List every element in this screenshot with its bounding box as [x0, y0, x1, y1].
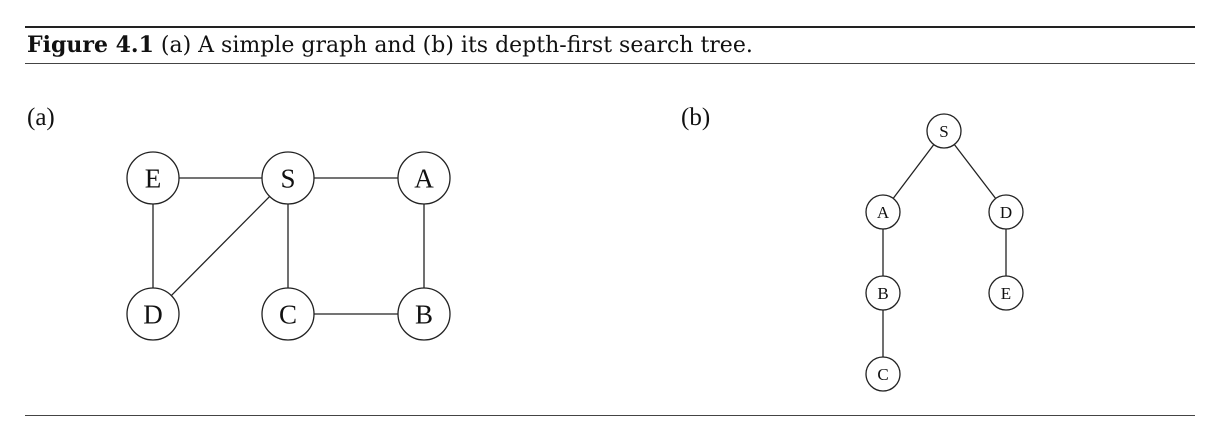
- caption-text: (a) A simple graph and (b) its depth-fir…: [153, 33, 753, 58]
- edge-S-D: [953, 144, 997, 199]
- figure-number: Figure 4.1: [27, 32, 154, 58]
- node-B-label: B: [877, 284, 888, 303]
- edge-S-D: [170, 195, 271, 297]
- node-A-label: A: [877, 203, 890, 222]
- node-C-circle: [261, 287, 315, 341]
- figure-bottom-rule: [25, 415, 1195, 416]
- edge-S-A: [892, 144, 935, 199]
- node-E-circle: [988, 275, 1024, 311]
- graph-panel-a: E S A D C B: [126, 151, 451, 341]
- node-D-circle: [126, 287, 180, 341]
- node-E-label: E: [145, 163, 162, 193]
- caption-bottom-rule: [25, 63, 1195, 64]
- node-S-circle: [926, 113, 962, 149]
- node-D-label: D: [143, 299, 163, 329]
- node-A-circle: [865, 194, 901, 230]
- node-C-label: C: [279, 299, 297, 329]
- node-C-label: C: [877, 365, 888, 384]
- node-B-circle: [397, 287, 451, 341]
- caption-top-rule: [25, 26, 1195, 28]
- node-B-label: B: [415, 299, 433, 329]
- panel-a-label: (a): [27, 104, 55, 131]
- node-A-circle: [397, 151, 451, 205]
- node-D-circle: [988, 194, 1024, 230]
- node-B-circle: [865, 275, 901, 311]
- figure-caption: Figure 4.1 (a) A simple graph and (b) it…: [27, 30, 753, 61]
- node-D-label: D: [1000, 203, 1012, 222]
- panel-b-label: (b): [681, 104, 711, 131]
- node-S-label: S: [939, 122, 948, 141]
- node-C-circle: [865, 356, 901, 392]
- node-A-label: A: [414, 163, 434, 193]
- node-S-circle: [261, 151, 315, 205]
- node-S-label: S: [280, 163, 295, 193]
- tree-panel-b: S A D B E C: [865, 113, 1024, 392]
- node-E-label: E: [1001, 284, 1011, 303]
- node-E-circle: [126, 151, 180, 205]
